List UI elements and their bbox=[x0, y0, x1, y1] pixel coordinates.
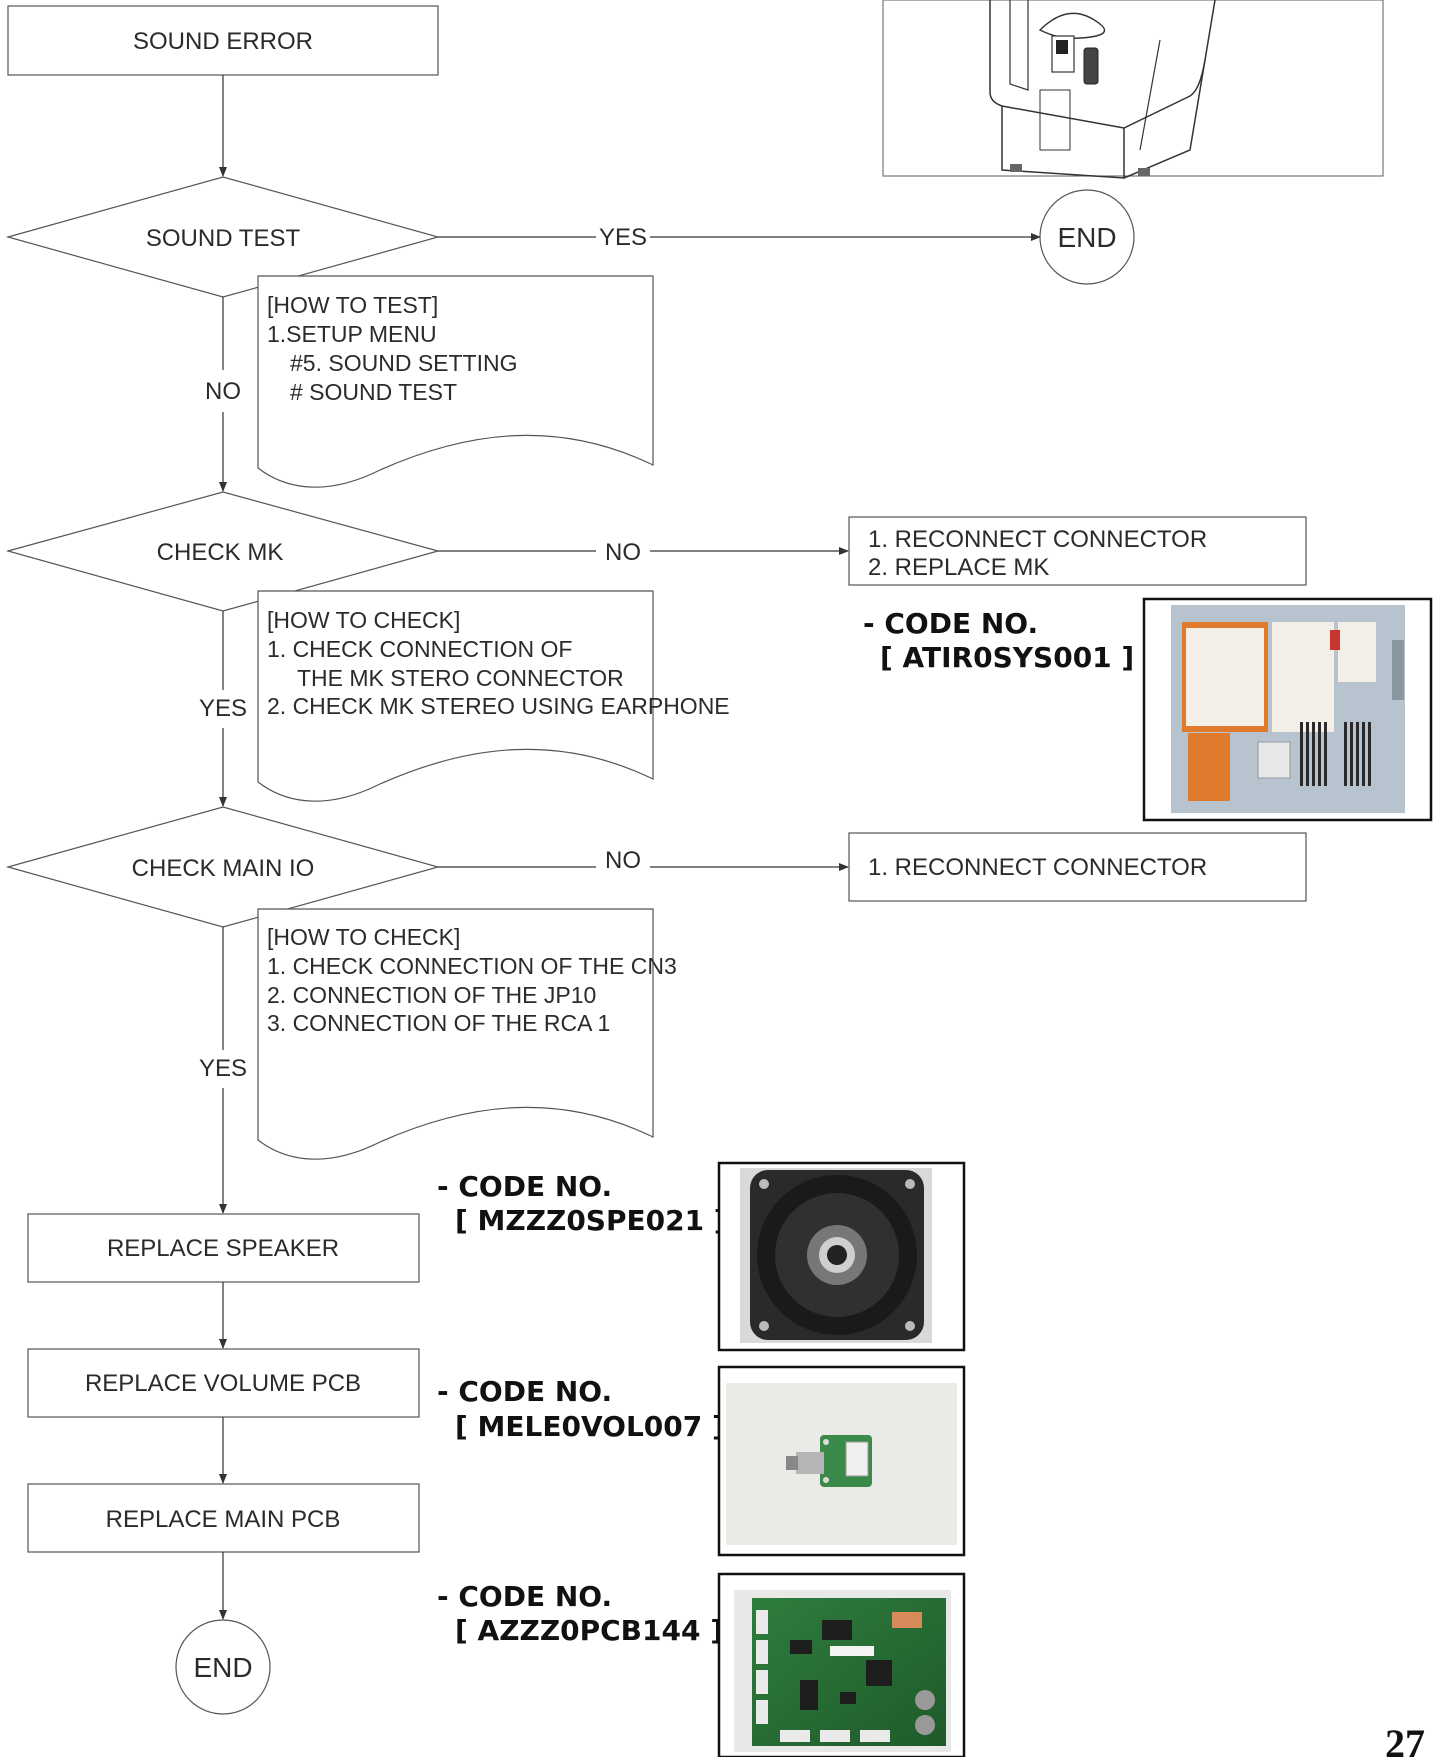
end-label-bottom: END bbox=[193, 1652, 252, 1683]
mk-actions-box bbox=[848, 516, 1307, 586]
code-number: [ MZZZ0SPE021 ] bbox=[455, 1204, 727, 1237]
cabinet-illustration bbox=[882, 0, 1384, 179]
note-line: #5. SOUND SETTING bbox=[290, 350, 517, 376]
start-label: SOUND ERROR bbox=[133, 28, 313, 55]
yes-label: YES bbox=[599, 224, 647, 251]
page-number: 27 bbox=[1385, 1721, 1425, 1757]
step-label: REPLACE SPEAKER bbox=[107, 1235, 339, 1262]
how-to-check-io-note bbox=[257, 908, 654, 1160]
note-line: 1. CHECK CONNECTION OF THE CN3 bbox=[267, 953, 677, 979]
replace-main-pcb-box bbox=[27, 1483, 420, 1553]
code-number: [ AZZZ0PCB144 ] bbox=[455, 1614, 723, 1647]
volume-pcb-photo bbox=[717, 1365, 966, 1557]
speaker-photo bbox=[717, 1161, 966, 1352]
main-io-actions-box bbox=[848, 832, 1307, 902]
end-label-top: END bbox=[1057, 222, 1116, 253]
code-label: - CODE NO. bbox=[863, 607, 1038, 640]
code-number: [ MELE0VOL007 ] bbox=[455, 1410, 725, 1443]
no-label: NO bbox=[605, 539, 641, 566]
check-mk-label: CHECK MK bbox=[157, 539, 284, 566]
note-line: 1. CHECK CONNECTION OF bbox=[267, 636, 572, 662]
note-line: THE MK STERO CONNECTOR bbox=[297, 665, 624, 691]
replace-volume-pcb-box bbox=[27, 1348, 420, 1418]
no-label: NO bbox=[605, 847, 641, 874]
note-line: [HOW TO CHECK] bbox=[267, 924, 460, 950]
code-label: - CODE NO. bbox=[437, 1375, 612, 1408]
note-line: [HOW TO CHECK] bbox=[267, 607, 460, 633]
code-number: [ ATIR0SYS001 ] bbox=[880, 641, 1134, 674]
end-node-bottom bbox=[175, 1619, 271, 1715]
main-pcb-photo bbox=[717, 1572, 966, 1757]
how-to-check-mk-note bbox=[257, 590, 654, 802]
step-label: REPLACE MAIN PCB bbox=[106, 1506, 341, 1533]
check-main-io-label: CHECK MAIN IO bbox=[132, 855, 315, 882]
yes-label: YES bbox=[199, 1055, 247, 1082]
code-label: - CODE NO. bbox=[437, 1170, 612, 1203]
end-node-top bbox=[1039, 189, 1135, 285]
yes-label: YES bbox=[199, 695, 247, 722]
note-line: 2. CHECK MK STEREO USING EARPHONE bbox=[267, 693, 730, 719]
action-line: 2. REPLACE MK bbox=[868, 554, 1049, 581]
action-line: 1. RECONNECT CONNECTOR bbox=[868, 526, 1207, 553]
how-to-test-note bbox=[257, 275, 654, 488]
note-line: 3. CONNECTION OF THE RCA 1 bbox=[267, 1010, 610, 1036]
replace-speaker-box bbox=[27, 1213, 420, 1283]
mk-amplifier-photo bbox=[1142, 597, 1433, 822]
code-label: - CODE NO. bbox=[437, 1580, 612, 1613]
note-line: # SOUND TEST bbox=[290, 379, 457, 405]
start-box bbox=[7, 5, 439, 76]
note-line: [HOW TO TEST] bbox=[267, 292, 438, 318]
note-line: 1.SETUP MENU bbox=[267, 321, 437, 347]
sound-test-label: SOUND TEST bbox=[146, 225, 301, 252]
action-line: 1. RECONNECT CONNECTOR bbox=[868, 854, 1207, 881]
note-line: 2. CONNECTION OF THE JP10 bbox=[267, 982, 596, 1008]
step-label: REPLACE VOLUME PCB bbox=[85, 1370, 361, 1397]
no-label: NO bbox=[205, 378, 241, 405]
